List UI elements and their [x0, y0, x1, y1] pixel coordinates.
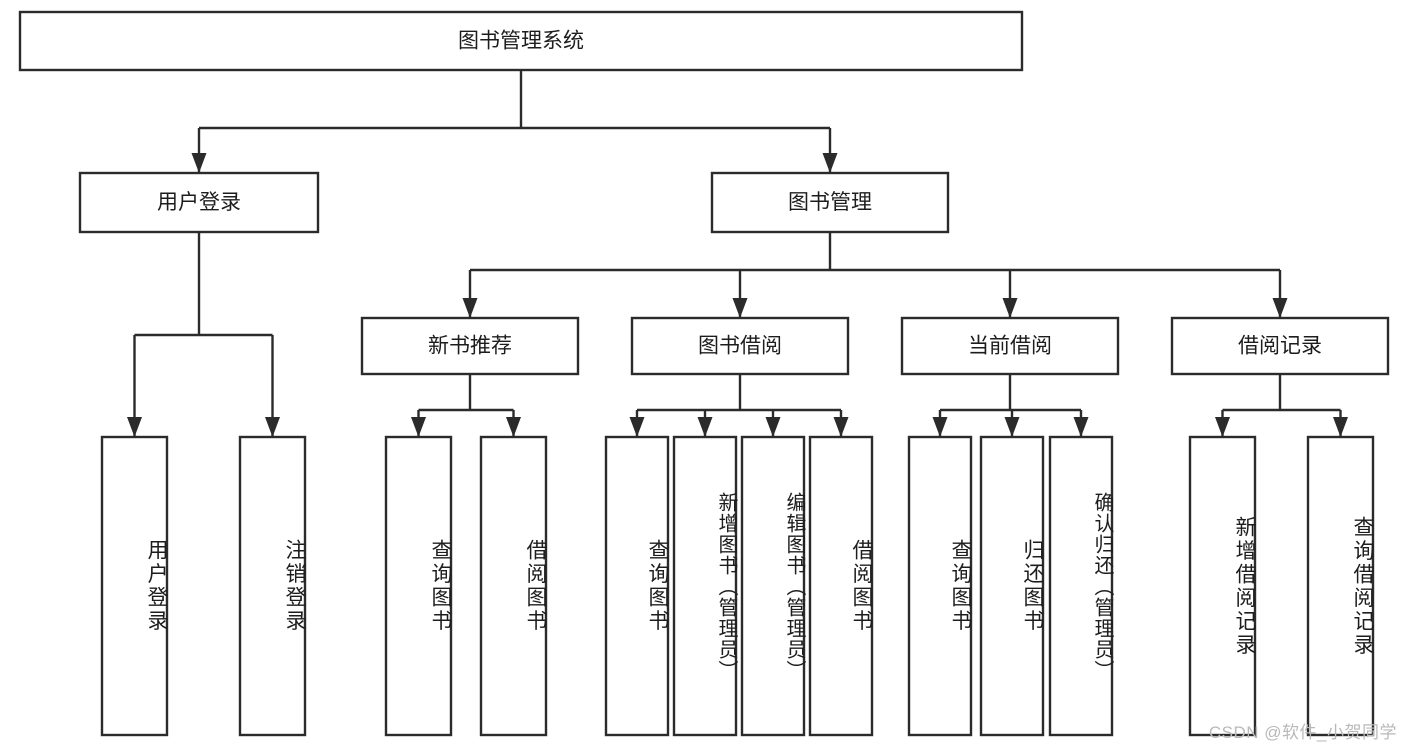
node-box-leaf-query-record[interactable] — [1306, 435, 1375, 737]
node-box-leaf-confirm-return[interactable] — [1048, 435, 1114, 737]
arrow-head-icon — [1215, 417, 1230, 437]
arrow-head-icon — [822, 153, 838, 173]
arrow-head-icon — [629, 417, 645, 437]
arrow-head-icon — [1073, 417, 1089, 437]
node-box-leaf-logout[interactable] — [238, 435, 307, 737]
node-box-leaf-query-book-cur[interactable] — [907, 435, 973, 737]
arrow-head-icon — [765, 417, 781, 437]
edges-layer — [127, 70, 1348, 437]
arrow-head-icon — [462, 298, 478, 318]
node-label-root: 图书管理系统 — [458, 30, 584, 53]
node-label-new-book-rec: 新书推荐 — [428, 335, 512, 358]
node-box-book-borrow[interactable] — [630, 316, 850, 376]
node-box-leaf-add-book[interactable] — [672, 435, 738, 737]
node-box-user-login[interactable] — [78, 171, 320, 234]
arrow-head-icon — [697, 417, 713, 437]
node-box-leaf-return-book[interactable] — [979, 435, 1045, 737]
watermark-text: CSDN @软件_小贺同学 — [1208, 723, 1397, 742]
node-label-book-manage: 图书管理 — [788, 191, 872, 214]
arrow-head-icon — [127, 417, 142, 437]
arrow-head-icon — [932, 417, 948, 437]
node-box-leaf-edit-book[interactable] — [740, 435, 806, 737]
node-box-leaf-borrow-book[interactable] — [808, 435, 874, 737]
node-box-leaf-borrow-book-rec[interactable] — [479, 435, 548, 737]
arrow-head-icon — [191, 153, 207, 173]
node-label-user-login: 用户登录 — [157, 191, 241, 214]
node-label-borrow-record: 借阅记录 — [1238, 335, 1322, 358]
arrow-head-icon — [1004, 417, 1020, 437]
arrow-head-icon — [1272, 298, 1288, 318]
node-box-book-manage[interactable] — [710, 171, 950, 234]
arrow-head-icon — [265, 417, 280, 437]
node-box-new-book-rec[interactable] — [360, 316, 580, 376]
node-box-leaf-query-book-rec[interactable] — [384, 435, 453, 737]
arrow-head-icon — [833, 417, 849, 437]
arrow-head-icon — [506, 417, 521, 437]
boxes-layer — [18, 10, 1390, 737]
node-box-root[interactable] — [18, 10, 1024, 72]
node-label-current-borrow: 当前借阅 — [968, 335, 1052, 358]
node-label-book-borrow: 图书借阅 — [698, 335, 782, 358]
arrow-head-icon — [1002, 298, 1018, 318]
arrow-head-icon — [732, 298, 748, 318]
node-box-leaf-query-book-borrow[interactable] — [604, 435, 670, 737]
node-box-current-borrow[interactable] — [900, 316, 1120, 376]
node-box-leaf-user-login[interactable] — [100, 435, 169, 737]
node-box-leaf-add-record[interactable] — [1188, 435, 1257, 737]
arrow-head-icon — [1333, 417, 1348, 437]
node-box-borrow-record[interactable] — [1170, 316, 1390, 376]
arrow-head-icon — [411, 417, 426, 437]
